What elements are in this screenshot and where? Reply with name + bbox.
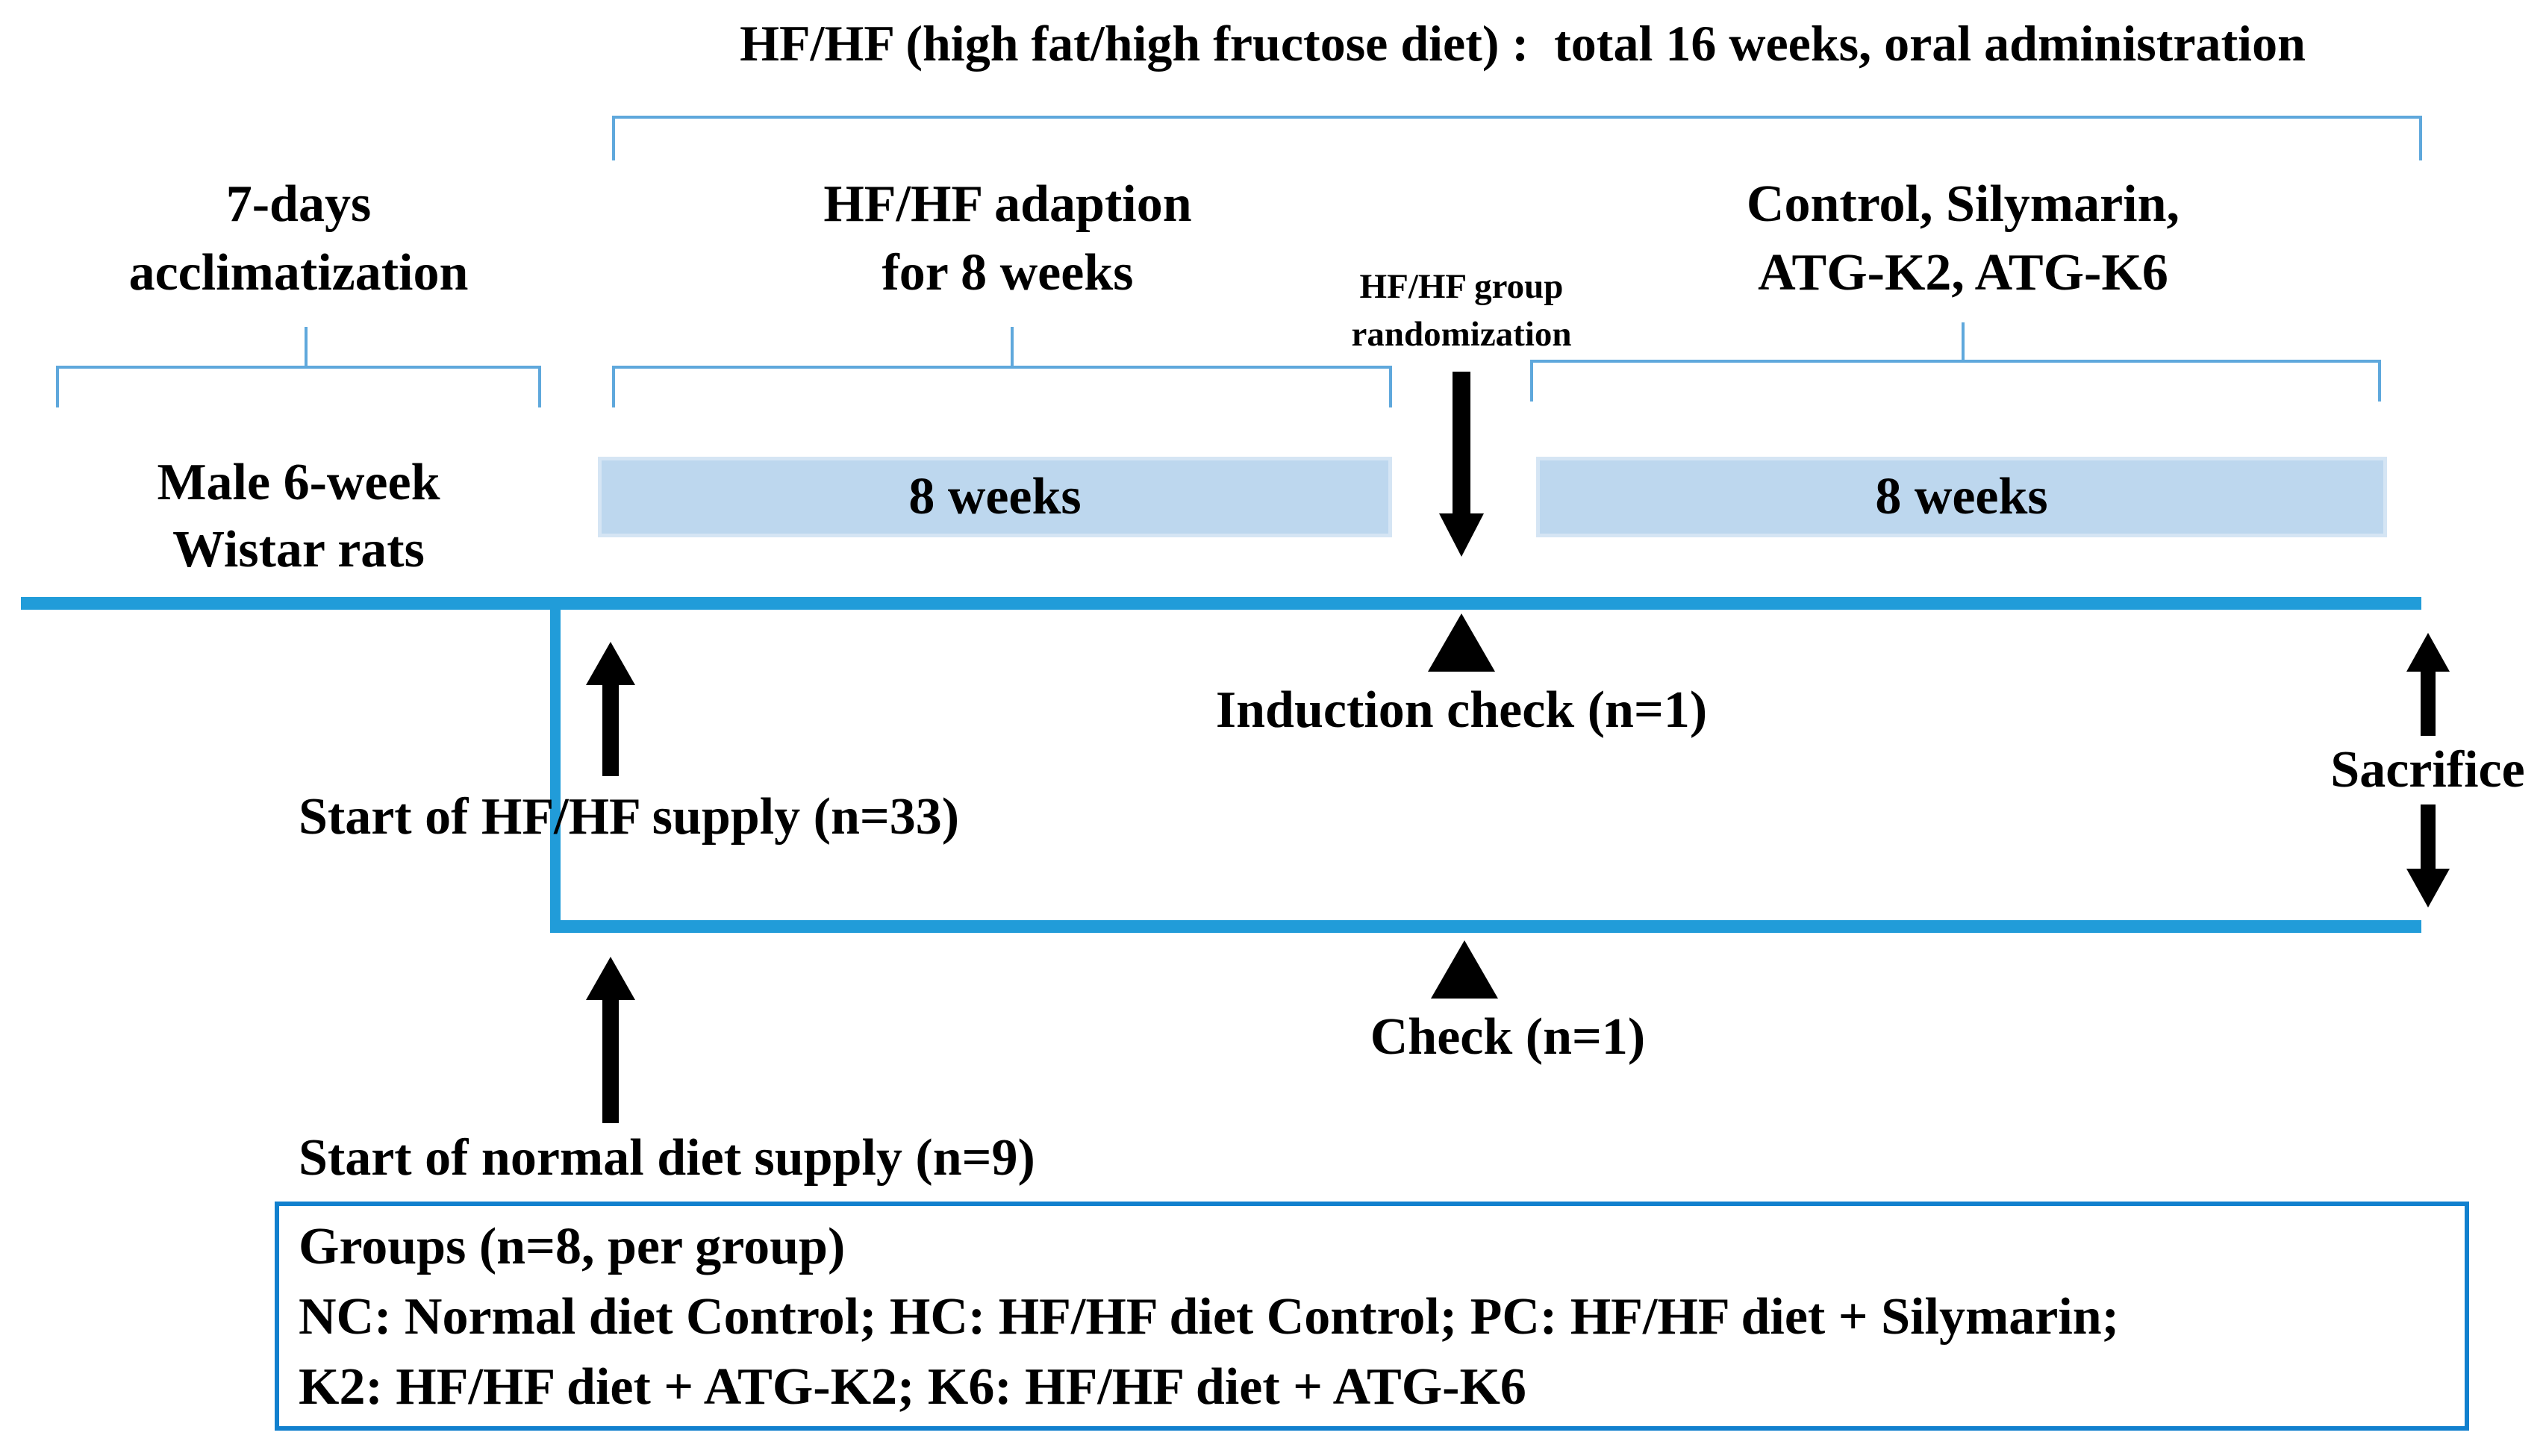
bracket-end-right [2419,116,2422,160]
treatment-duration-label: 8 weeks [1875,468,2048,525]
start-hfhf-up-arrow-icon [586,642,635,776]
timeline-vertical-connector [550,597,561,933]
groups-line2: NC: Normal diet Control; HC: HF/HF diet … [299,1288,2120,1346]
acclimatization-tick [305,327,308,366]
subject-label: Male 6-week Wistar rats [0,449,597,584]
hfhf-period-bracket [612,116,2422,160]
adaptation-label-line1: HF/HF adaption [823,175,1192,233]
start-hfhf-label: Start of HF/HF supply (n=33) [299,788,960,846]
treatment-duration-bar: 8 weeks [1536,457,2387,537]
treatment-label-line1: Control, Silymarin, [1746,175,2180,233]
start-normal-up-arrow-icon [586,957,635,1123]
adaptation-bracket [612,366,1392,407]
adaptation-tick [1011,327,1014,366]
randomization-label-line1: HF/HF group [1359,267,1564,306]
acclimatization-label-line1: 7-days [225,175,372,233]
arrow-shaft [1453,372,1470,513]
induction-check-label: Induction check (n=1) [1215,681,1708,739]
sacrifice-down-arrow-icon [2406,869,2450,907]
acclimatization-label-line2: acclimatization [128,244,469,301]
adaptation-duration-bar: 8 weeks [598,457,1392,537]
check-marker-icon [1431,940,1498,999]
bracket-end-left [612,366,615,407]
randomization-label-line2: randomization [1351,315,1572,354]
randomization-label: HF/HF group randomization [1275,263,1648,358]
treatment-label-line2: ATG-K2, ATG-K6 [1758,244,2168,301]
bracket-end-left [1530,360,1533,402]
adaptation-label-line2: for 8 weeks [882,244,1134,301]
start-normal-label: Start of normal diet supply (n=9) [299,1129,1035,1187]
groups-line1: Groups (n=8, per group) [299,1218,846,1275]
groups-line3: K2: HF/HF diet + ATG-K2; K6: HF/HF diet … [299,1358,1526,1416]
bracket-end-left [56,366,59,407]
bracket-end-left [612,116,615,160]
induction-check-marker-icon [1428,613,1495,672]
sacrifice-group: Sacrifice [2299,633,2546,907]
bracket-end-right [1389,366,1392,407]
treatment-tick [1962,322,1965,361]
arrow-shaft [602,685,619,776]
arrow-shaft [2420,672,2436,736]
arrow-head-up-icon [586,957,635,1000]
subject-label-line1: Male 6-week [157,454,440,511]
bracket-end-right [2378,360,2381,402]
arrow-head-up-icon [586,642,635,685]
sacrifice-label: Sacrifice [2330,741,2525,799]
adaptation-label: HF/HF adaption for 8 weeks [634,170,1381,307]
randomization-down-arrow-icon [1439,372,1484,557]
arrow-shaft [2420,804,2436,869]
treatment-label: Control, Silymarin, ATG-K2, ATG-K6 [1590,170,2336,307]
diagram-title: HF/HF (high fat/high fructose diet) : to… [740,15,2306,72]
sacrifice-up-arrow-icon [2406,633,2450,672]
subject-label-line2: Wistar rats [172,521,425,578]
check-label: Check (n=1) [1370,1008,1646,1066]
arrow-shaft [602,1000,619,1123]
timeline-top-line [21,597,2421,610]
arrow-head-down-icon [1439,513,1484,557]
adaptation-duration-label: 8 weeks [908,468,1082,525]
timeline-bottom-line [550,920,2421,933]
treatment-bracket [1530,360,2381,402]
bracket-end-right [538,366,541,407]
acclimatization-bracket [56,366,541,407]
acclimatization-label: 7-days acclimatization [0,170,597,307]
groups-legend-box: Groups (n=8, per group) NC: Normal diet … [275,1202,2469,1431]
